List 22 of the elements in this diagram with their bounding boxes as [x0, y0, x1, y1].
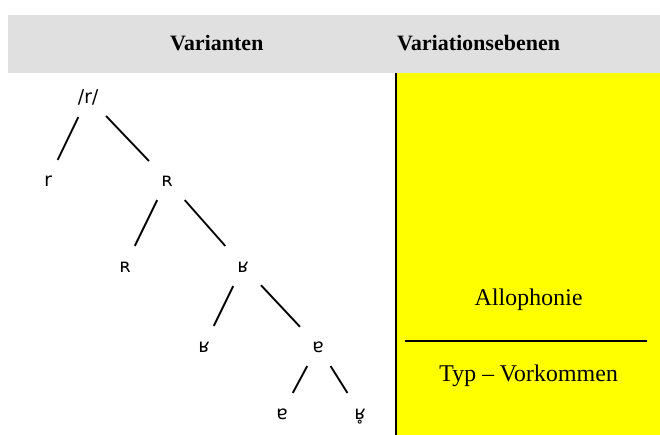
- column-heading: Varianten: [170, 30, 264, 56]
- phone-symbol: /r/: [78, 86, 98, 108]
- branch-line: [260, 284, 301, 328]
- branch-line: [212, 286, 234, 326]
- branch-line: [184, 199, 226, 247]
- phone-symbol: ʀ: [161, 169, 173, 191]
- branch-line: [56, 116, 80, 160]
- phone-symbol: ʁ: [237, 255, 249, 277]
- level-column: [395, 73, 660, 435]
- phone-symbol: ʁ: [198, 335, 210, 357]
- branch-line: [330, 365, 348, 394]
- level-label: Typ – Vorkommen: [438, 361, 619, 388]
- phone-symbol: ɐ: [276, 402, 288, 424]
- phone-symbol: ɐ: [312, 335, 324, 357]
- phone-symbol: ʁ̥: [354, 402, 366, 424]
- branch-line: [105, 115, 150, 162]
- phone-symbol: ʀ: [119, 255, 131, 277]
- phone-symbol: r: [44, 169, 52, 191]
- branch-line: [292, 366, 308, 394]
- column-heading: Variationsebenen: [397, 30, 560, 56]
- branch-line: [134, 200, 158, 246]
- level-label: Allophonie: [474, 285, 584, 312]
